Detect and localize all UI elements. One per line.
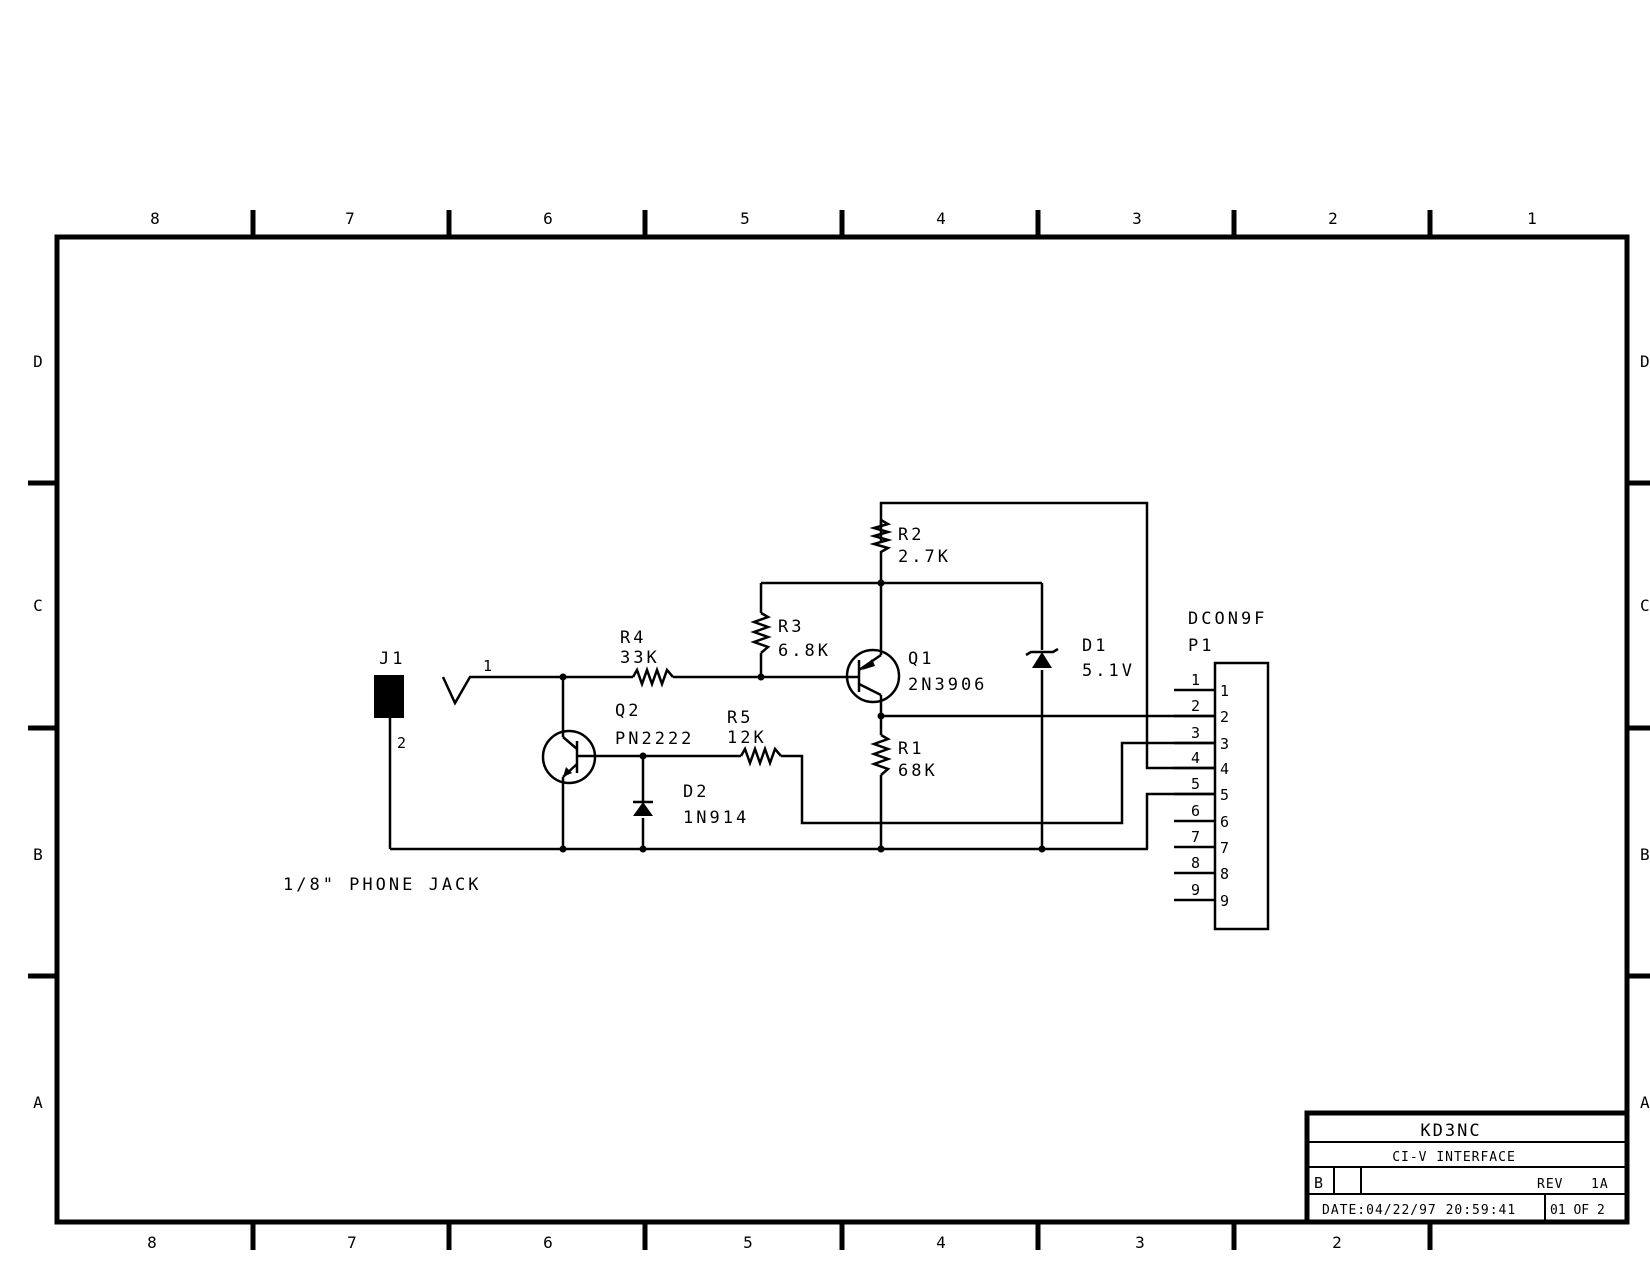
zone-col-top-1: 1 [1527,209,1537,228]
r2-resistor-symbol [869,518,893,583]
j1-description: 1/8" PHONE JACK [283,875,482,895]
p1-pin3-inner: 3 [1220,735,1229,753]
zone-row-left-A: A [33,1093,43,1112]
r5-value-label: 12K [727,728,767,748]
zone-col-bottom-2: 2 [1332,1233,1342,1252]
q1-transistor-symbol [845,648,901,704]
r4-ref-label: R4 [620,628,646,648]
p1-pin8-outer: 8 [1191,854,1200,872]
d1-zener-symbol [1025,647,1059,668]
r4-resistor-symbol [631,666,674,688]
p1-type-label: DCON9F [1188,609,1267,629]
p1-ref-label: P1 [1188,636,1214,656]
p1-pin7-inner: 7 [1220,839,1229,857]
p1-pin8-inner: 8 [1220,865,1229,883]
p1-pin6-inner: 6 [1220,813,1229,831]
zone-col-bottom-4: 4 [936,1233,946,1252]
p1-connector-body [1213,661,1270,931]
title-block [1304,1110,1630,1225]
d1-ref-label: D1 [1082,636,1108,656]
title-block-rev-label: REV [1537,1177,1563,1192]
title-block-title: CI-V INTERFACE [1392,1150,1516,1165]
j1-ref-label: J1 [379,649,405,669]
p1-pin5-outer: 5 [1191,775,1200,793]
p1-pin2-outer: 2 [1191,697,1200,715]
p1-pin5-inner: 5 [1220,786,1229,804]
r2-value-label: 2.7K [898,547,951,567]
q2-ref-label: Q2 [615,701,641,721]
zone-col-top-7: 7 [345,209,355,228]
p1-pin1-inner: 1 [1220,682,1229,700]
zone-row-right-B: B [1640,845,1650,864]
j1-pin1-label: 1 [483,657,492,675]
zone-row-right-C: C [1640,596,1650,615]
title-block-company: KD3NC [1420,1121,1481,1141]
title-block-sheet: 01 OF 2 [1550,1203,1605,1218]
top-zone-ticks [250,210,1433,237]
zone-col-top-2: 2 [1328,209,1338,228]
sheet-border [54,234,1630,1225]
p1-pin2-inner: 2 [1220,708,1229,726]
r1-value-label: 68K [898,761,938,781]
q2-transistor-symbol [541,729,597,785]
p1-pin7-outer: 7 [1191,828,1200,846]
right-zone-ticks [1627,480,1650,979]
r3-resistor-symbol [750,611,772,654]
r2-ref-label: R2 [898,525,924,545]
j1-jack-body [374,675,404,718]
d2-value-label: 1N914 [683,808,749,828]
q1-ref-label: Q1 [908,649,934,669]
zone-row-left-C: C [33,596,43,615]
d2-diode-symbol [633,800,653,816]
p1-pin4-outer: 4 [1191,749,1200,767]
r1-resistor-symbol [870,733,892,776]
title-block-rev: 1A [1591,1177,1609,1192]
q2-value-label: PN2222 [615,729,694,749]
p1-pin9-outer: 9 [1191,881,1200,899]
zone-row-right-A: A [1640,1093,1650,1112]
p1-pin1-outer: 1 [1191,671,1200,689]
zone-col-bottom-6: 6 [543,1233,553,1252]
title-block-date: DATE:04/22/97 20:59:41 [1322,1203,1516,1218]
r1-ref-label: R1 [898,739,924,759]
r3-ref-label: R3 [778,617,804,637]
p1-pin3-outer: 3 [1191,724,1200,742]
r5-resistor-symbol [739,745,782,767]
zone-row-left-D: D [33,352,43,371]
zone-col-top-3: 3 [1132,209,1142,228]
zone-col-bottom-7: 7 [347,1233,357,1252]
bottom-zone-ticks [250,1222,1433,1250]
d2-ref-label: D2 [683,782,709,802]
r4-value-label: 33K [620,648,660,668]
j1-pin2-label: 2 [397,734,406,752]
r5-ref-label: R5 [727,708,753,728]
p1-pin9-inner: 9 [1220,892,1229,910]
p1-pin4-inner: 4 [1220,760,1229,778]
zone-col-bottom-3: 3 [1135,1233,1145,1252]
zone-col-top-4: 4 [936,209,946,228]
q1-value-label: 2N3906 [908,675,987,695]
p1-pin6-outer: 6 [1191,802,1200,820]
wires [390,501,1215,851]
zone-row-right-D: D [1640,352,1650,371]
j1-tip-contact [441,675,563,706]
p1-pin-leads [1174,688,1215,902]
zone-col-top-8: 8 [150,209,160,228]
zone-col-top-6: 6 [543,209,553,228]
r3-value-label: 6.8K [778,641,831,661]
zone-col-top-5: 5 [740,209,750,228]
zone-col-bottom-8: 8 [147,1233,157,1252]
d1-value-label: 5.1V [1082,661,1135,681]
left-zone-ticks [28,480,57,979]
title-block-size: B [1314,1174,1324,1192]
zone-col-bottom-5: 5 [743,1233,753,1252]
zone-row-left-B: B [33,845,43,864]
